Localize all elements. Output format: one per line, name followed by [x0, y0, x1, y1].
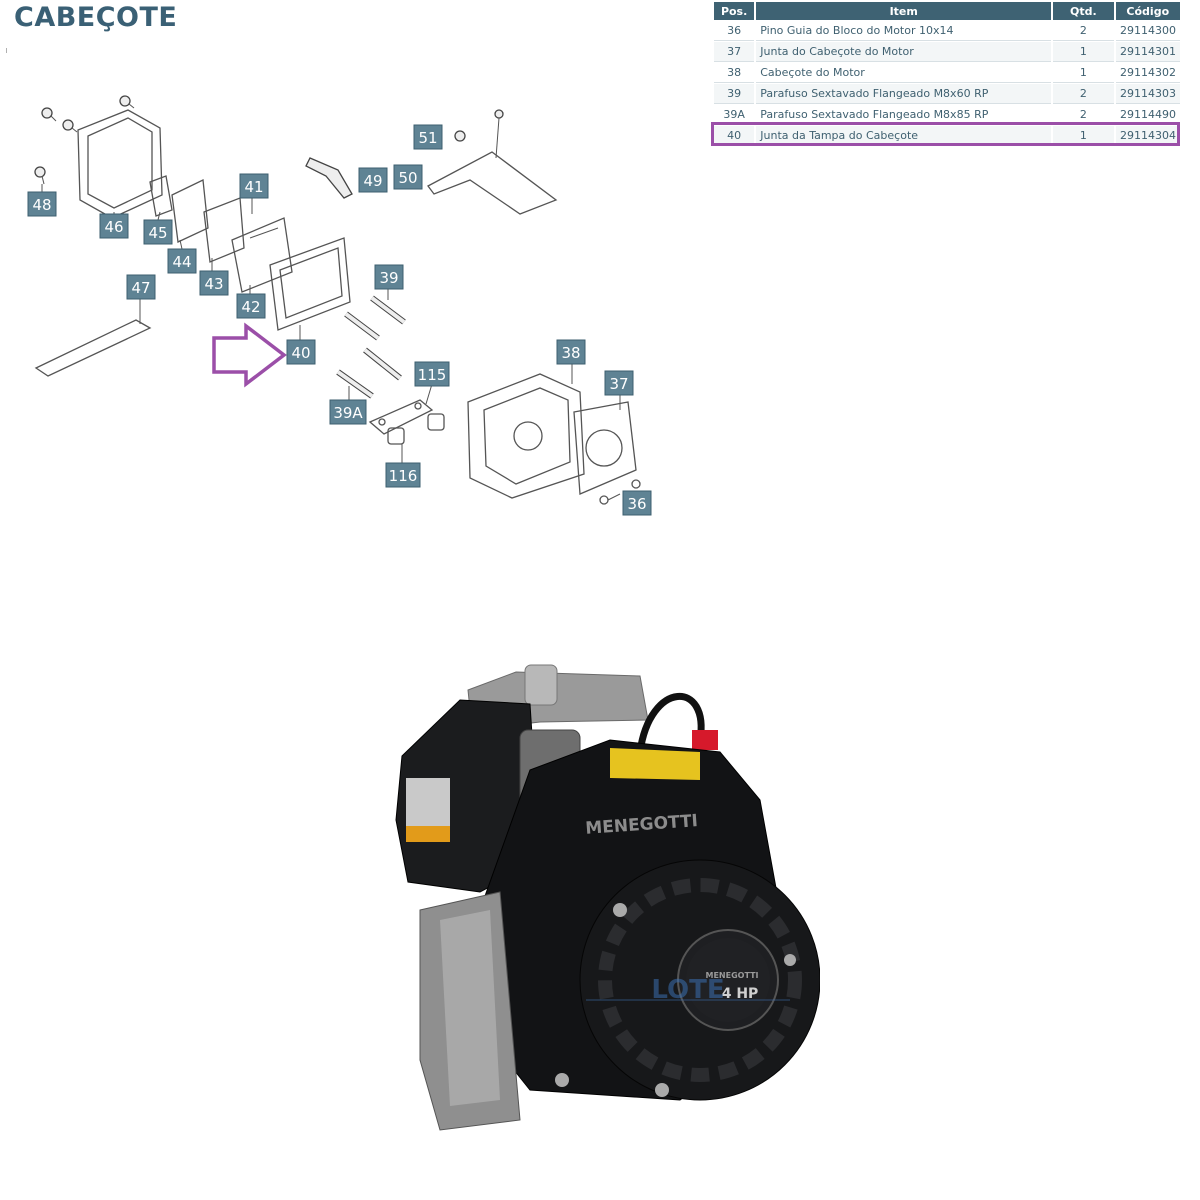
- cell-item: Cabeçote do Motor: [756, 63, 1052, 83]
- spacer-part: [387, 427, 405, 445]
- bolt-part: [336, 295, 406, 399]
- highlight-box: [711, 122, 1180, 146]
- svg-text:48: 48: [32, 196, 51, 214]
- svg-text:38: 38: [561, 344, 580, 362]
- cell-qtd: 2: [1053, 84, 1114, 104]
- col-header-item: Item: [756, 2, 1052, 20]
- svg-text:49: 49: [363, 172, 382, 190]
- callout-label-39a: 39A: [329, 399, 367, 425]
- svg-text:37: 37: [609, 375, 628, 393]
- callout-label-37: 37: [604, 370, 634, 396]
- pointer-arrow-icon: [212, 322, 287, 388]
- table-row: 37 Junta do Cabeçote do Motor 1 29114301: [714, 42, 1180, 62]
- head-cover-gasket-part: [269, 237, 351, 331]
- svg-text:40: 40: [291, 344, 310, 362]
- svg-text:42: 42: [241, 298, 260, 316]
- table-row: 38 Cabeçote do Motor 1 29114302: [714, 63, 1180, 83]
- svg-text:47: 47: [131, 279, 150, 297]
- svg-text:46: 46: [104, 218, 123, 236]
- cell-codigo: 29114302: [1115, 63, 1180, 83]
- svg-text:51: 51: [418, 129, 437, 147]
- col-header-qtd: Qtd.: [1053, 2, 1114, 20]
- callout-label-116: 116: [385, 462, 421, 488]
- divider-tick: [6, 48, 7, 53]
- cell-codigo: 29114301: [1115, 42, 1180, 62]
- cell-codigo: 29114300: [1115, 21, 1180, 41]
- callout-label-36: 36: [622, 490, 652, 516]
- intake-plate-part: [368, 399, 434, 435]
- head-gasket-part: [573, 401, 637, 495]
- pin-part: [631, 479, 641, 489]
- callout-label-49: 49: [358, 167, 388, 193]
- bolt-part: [34, 95, 135, 185]
- bracket-part: [427, 151, 558, 215]
- cell-qtd: 1: [1053, 63, 1114, 83]
- spark-plug-part: [305, 157, 353, 199]
- svg-text:36: 36: [627, 495, 646, 513]
- plate-part: [231, 217, 293, 293]
- ignition-cap: [692, 730, 718, 750]
- hp-badge-text: 4 HP: [722, 986, 759, 1002]
- callout-label-51: 51: [413, 124, 443, 150]
- cylinder-head-part: [467, 373, 585, 499]
- callout-label-50: 50: [393, 164, 423, 190]
- exploded-diagram: 48 46 45 44 43 42 41 47 40 49 50 51 39 3…: [27, 95, 652, 516]
- callout-label-115: 115: [414, 361, 450, 387]
- engine-photo: MENEGOTTI MENEGOTTI 4 HP LOTE: [395, 664, 820, 1131]
- cell-pos: 36: [714, 21, 755, 41]
- page-title: CABEÇOTE: [14, 2, 178, 33]
- cell-pos: 38: [714, 63, 755, 83]
- callout-label-42: 42: [236, 293, 266, 319]
- table-row: 39 Parafuso Sextavado Flangeado M8x60 RP…: [714, 84, 1180, 104]
- svg-text:39: 39: [379, 269, 398, 287]
- svg-text:115: 115: [418, 366, 447, 384]
- svg-text:50: 50: [398, 169, 417, 187]
- col-header-pos: Pos.: [714, 2, 755, 20]
- svg-text:43: 43: [204, 275, 223, 293]
- callout-label-38: 38: [556, 339, 586, 365]
- badge-brand-text: MENEGOTTI: [705, 971, 758, 980]
- callout-label-47: 47: [126, 274, 156, 300]
- guide-plate-part: [34, 319, 152, 377]
- breather-part: [149, 175, 173, 217]
- cell-pos: 39: [714, 84, 755, 104]
- callout-label-48: 48: [27, 191, 57, 217]
- cell-codigo: 29114304: [1115, 126, 1180, 146]
- table-row: 36 Pino Guia do Bloco do Motor 10x14 2 2…: [714, 21, 1180, 41]
- svg-text:44: 44: [172, 253, 191, 271]
- cell-pos: 37: [714, 42, 755, 62]
- cell-qtd: 2: [1053, 21, 1114, 41]
- callout-label-44: 44: [167, 248, 197, 274]
- callout-label-46: 46: [99, 213, 129, 239]
- pin-part: [599, 495, 609, 505]
- cell-codigo: 29114303: [1115, 84, 1180, 104]
- svg-text:116: 116: [389, 467, 418, 485]
- col-header-codigo: Código: [1115, 2, 1180, 20]
- cell-item: Junta do Cabeçote do Motor: [756, 42, 1052, 62]
- callout-label-40: 40: [286, 339, 316, 365]
- svg-text:39A: 39A: [333, 404, 363, 422]
- callout-label-45: 45: [143, 219, 173, 245]
- cell-item: Parafuso Sextavado Flangeado M8x60 RP: [756, 84, 1052, 104]
- cell-item: Pino Guia do Bloco do Motor 10x14: [756, 21, 1052, 41]
- plate-part: [203, 197, 245, 263]
- valve-cover-part: [77, 109, 163, 219]
- callout-label-41: 41: [239, 173, 269, 199]
- callout-label-39: 39: [374, 264, 404, 290]
- spacer-part: [427, 413, 445, 431]
- svg-text:45: 45: [148, 224, 167, 242]
- callout-label-43: 43: [199, 270, 229, 296]
- table-row-highlighted: 40 Junta da Tampa do Cabeçote 1 29114304: [714, 126, 1180, 146]
- gasket-part: [171, 179, 209, 243]
- cell-qtd: 1: [1053, 42, 1114, 62]
- watermark-text: LOTE: [651, 975, 724, 1005]
- parts-table: Pos. Item Qtd. Código 36 Pino Guia do Bl…: [712, 1, 1182, 147]
- svg-text:41: 41: [244, 178, 263, 196]
- table-header-row: Pos. Item Qtd. Código: [714, 2, 1180, 20]
